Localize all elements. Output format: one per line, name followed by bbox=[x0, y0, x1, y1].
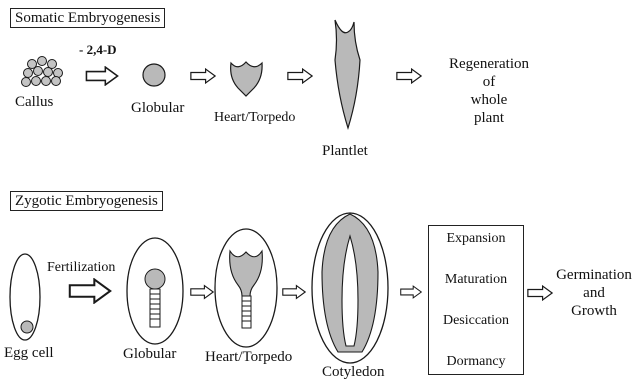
suspensor-icon bbox=[242, 296, 251, 328]
stage-label-cotyledon: Cotyledon bbox=[322, 364, 385, 381]
result-line: whole bbox=[434, 91, 544, 109]
result-line: Germination bbox=[552, 266, 636, 284]
treatment-label: - 2,4-D bbox=[79, 41, 117, 58]
hollow-arrow-right-icon bbox=[528, 286, 552, 300]
stage-label-zygotic-heart-torpedo: Heart/Torpedo bbox=[205, 349, 292, 366]
plantlet-icon bbox=[335, 20, 360, 128]
hollow-arrow-right-icon bbox=[86, 67, 117, 85]
hollow-arrow-right-icon bbox=[288, 69, 312, 83]
hollow-arrow-right-icon bbox=[191, 69, 215, 83]
zygotic-globular-embryo-icon bbox=[145, 269, 165, 289]
step-desiccation: Desiccation bbox=[428, 312, 524, 329]
callus-cell-cluster-icon bbox=[22, 57, 63, 87]
egg-nucleus-icon bbox=[21, 321, 33, 333]
result-line: Growth bbox=[552, 302, 636, 320]
step-maturation: Maturation bbox=[428, 271, 524, 288]
result-line: and bbox=[552, 284, 636, 302]
hollow-arrow-right-icon bbox=[70, 279, 110, 302]
stage-label-callus: Callus bbox=[15, 94, 53, 111]
hollow-arrow-right-icon bbox=[283, 286, 305, 299]
hollow-arrow-right-icon bbox=[397, 69, 421, 83]
result-regeneration: Regeneration of whole plant bbox=[434, 55, 544, 127]
result-line: of bbox=[434, 73, 544, 91]
zygotic-title: Zygotic Embryogenesis bbox=[10, 191, 163, 211]
result-line: Regeneration bbox=[434, 55, 544, 73]
step-dormancy: Dormancy bbox=[428, 353, 524, 370]
somatic-globular-embryo-icon bbox=[143, 64, 165, 86]
somatic-heart-embryo-icon bbox=[231, 62, 262, 96]
suspensor-icon bbox=[150, 289, 160, 327]
stage-label-zygotic-globular: Globular bbox=[123, 346, 176, 363]
step-expansion: Expansion bbox=[428, 230, 524, 247]
stage-label-heart-torpedo: Heart/Torpedo bbox=[214, 109, 295, 126]
result-line: plant bbox=[434, 109, 544, 127]
stage-label-plantlet: Plantlet bbox=[322, 143, 368, 160]
fertilization-label: Fertilization bbox=[47, 259, 115, 276]
somatic-title: Somatic Embryogenesis bbox=[10, 8, 165, 28]
hollow-arrow-right-icon bbox=[191, 286, 213, 299]
stage-label-egg-cell: Egg cell bbox=[4, 345, 54, 362]
result-germination: Germination and Growth bbox=[552, 266, 636, 320]
stage-label-globular: Globular bbox=[131, 100, 184, 117]
hollow-arrow-right-icon bbox=[401, 286, 422, 298]
